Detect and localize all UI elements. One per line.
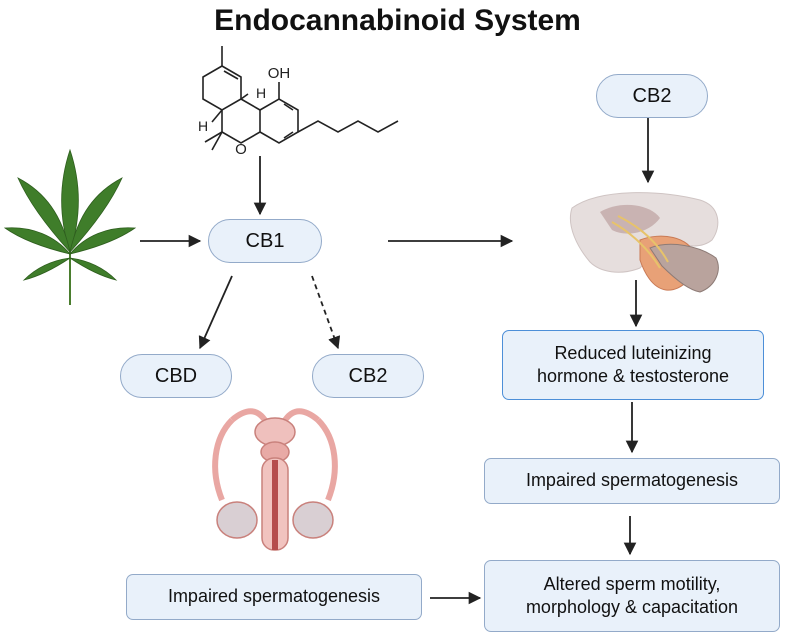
arrow-cb1-to-cb2-dashed — [311, 275, 341, 350]
molecule-o-label: O — [235, 141, 247, 158]
impaired-spermatogenesis-left-node: Impaired spermatogenesis — [126, 574, 422, 620]
brain-pituitary-icon — [570, 192, 719, 293]
altered-sperm-node: Altered sperm motility, morphology & cap… — [484, 560, 780, 632]
cb1-node: CB1 — [208, 219, 322, 263]
reduced-lh-testosterone-node: Reduced luteinizing hormone & testostero… — [502, 330, 764, 400]
molecule-h-upper-label: H — [256, 85, 266, 101]
molecule-oh-label: OH — [268, 65, 291, 82]
cb2-top-node: CB2 — [596, 74, 708, 118]
cb2-mid-node: CB2 — [312, 354, 424, 398]
impaired-spermatogenesis-right-node: Impaired spermatogenesis — [484, 458, 780, 504]
diagram-title: Endocannabinoid System — [214, 4, 581, 37]
cannabis-leaf-icon — [3, 148, 137, 305]
arrow-cb1-to-cbd — [198, 275, 233, 350]
molecule-h-lower-label: H — [198, 118, 208, 134]
thc-molecule-icon — [202, 46, 399, 151]
male-reproductive-icon — [212, 408, 338, 551]
cbd-node: CBD — [120, 354, 232, 398]
